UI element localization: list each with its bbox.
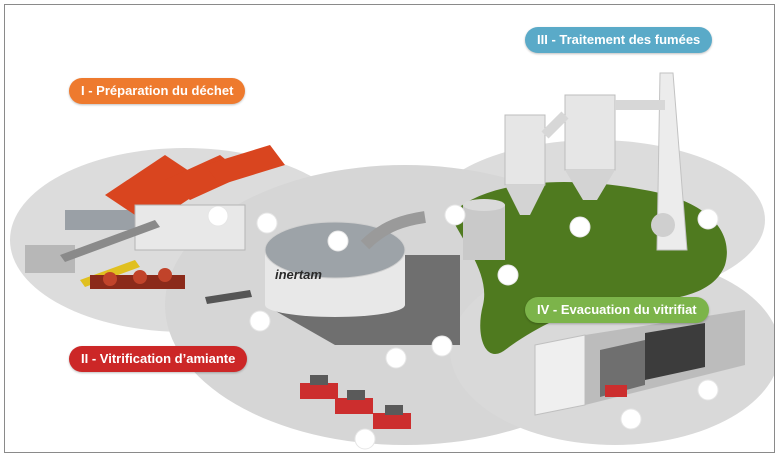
- hotspot-markers: [207, 204, 719, 450]
- stage-label-vitrification[interactable]: II - Vitrification d’amiante: [69, 346, 248, 372]
- stage-label-evacuation[interactable]: IV - Evacuation du vitrifiat: [525, 297, 709, 323]
- inertam-logo: inertam: [275, 267, 322, 282]
- hotspot-marker: [249, 310, 271, 332]
- hotspot-marker: [431, 335, 453, 357]
- hotspot-marker: [207, 205, 229, 227]
- hotspot-marker: [569, 216, 591, 238]
- hotspot-marker: [256, 212, 278, 234]
- hotspot-marker: [444, 204, 466, 226]
- fume-treatment-equipment: [463, 72, 688, 260]
- diagram-frame: inertam I - Préparation du déchet II - V…: [4, 4, 775, 453]
- vitrified-storage: [534, 310, 745, 416]
- hotspot-marker: [697, 379, 719, 401]
- hotspot-marker: [354, 428, 376, 450]
- stage-label-preparation[interactable]: I - Préparation du déchet: [69, 78, 246, 104]
- hotspot-marker: [620, 408, 642, 430]
- preparation-equipment: [25, 145, 285, 289]
- hotspot-marker: [697, 208, 719, 230]
- hotspot-marker: [327, 230, 349, 252]
- stage-label-fume-treatment[interactable]: III - Traitement des fumées: [525, 27, 713, 53]
- hotspot-marker: [385, 347, 407, 369]
- carts: [300, 375, 411, 429]
- hotspot-marker: [497, 264, 519, 286]
- plant-illustration: [10, 72, 774, 450]
